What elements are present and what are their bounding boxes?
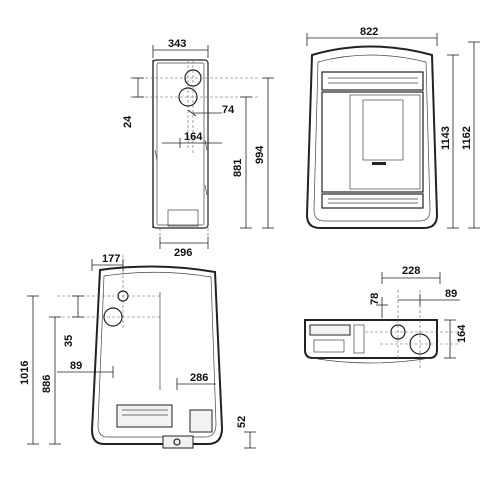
dim-side-width: 343	[168, 38, 186, 50]
dim-top-width: 228	[402, 265, 420, 277]
dim-side-total-height: 994	[254, 145, 266, 164]
rear-view: 177 35 89 886 1016 286 52	[19, 253, 256, 449]
dim-rear-total-height: 1016	[19, 361, 31, 385]
dim-rear-offset-x: 177	[102, 253, 120, 265]
dim-front-width: 822	[360, 26, 378, 38]
dim-rear-bottom: 52	[236, 416, 248, 428]
dim-rear-outlet-z: 35	[63, 335, 75, 347]
top-view: 228 78 89 164	[304, 265, 468, 370]
dim-top-depth: 164	[456, 324, 468, 343]
dim-side-top-offset: 24	[122, 115, 134, 128]
dim-top-offset: 78	[369, 293, 381, 305]
dim-front-height-total: 1162	[461, 126, 473, 150]
dim-side-outlet-height: 881	[232, 159, 244, 177]
dim-side-outlet-offset: 74	[222, 104, 235, 116]
dim-front-height-body: 1143	[440, 126, 452, 150]
dim-rear-inlet-x: 89	[70, 360, 82, 372]
dim-rear-inner-x: 286	[190, 372, 208, 384]
dim-side-base-depth: 296	[174, 247, 192, 259]
front-view: 822 1143 1162	[305, 26, 480, 229]
dim-side-outlet-depth: 164	[184, 131, 203, 143]
side-view: 343 24 74 164 881 994 296	[122, 38, 274, 259]
dim-rear-inner-height: 886	[41, 375, 53, 393]
dim-top-outlet-x: 89	[445, 288, 457, 300]
